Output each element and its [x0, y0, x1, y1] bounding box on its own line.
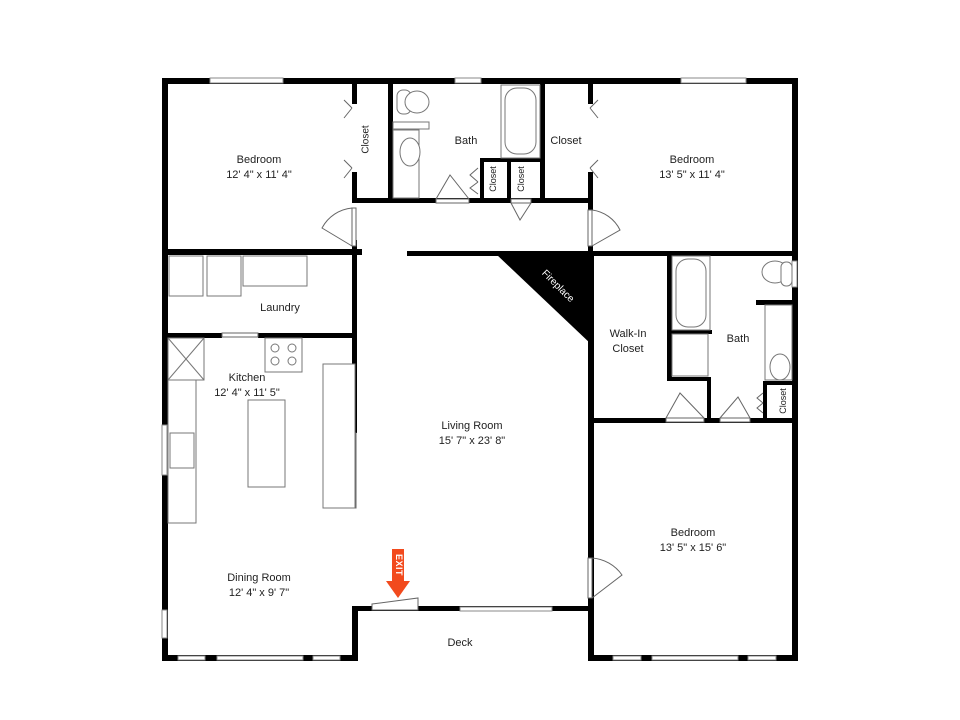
room-name-line1: Walk-In	[609, 328, 647, 340]
room-label-closet-east: Closet	[777, 388, 788, 414]
room-name: Bedroom	[670, 527, 716, 539]
room-name: Bedroom	[236, 154, 282, 166]
windows	[161, 77, 798, 661]
room-dimensions: 13' 5" x 11' 4"	[659, 169, 725, 181]
room-name: Kitchen	[228, 372, 266, 384]
room-dimensions: 15' 7" x 23' 8"	[438, 435, 506, 447]
exit-marker: EXIT	[386, 549, 410, 599]
room-label-walkin-closet: Walk-In Closet	[610, 327, 647, 357]
room-dimensions: 12' 4" x 9' 7"	[228, 587, 290, 599]
room-label-kitchen: Kitchen 12' 4" x 11' 5"	[214, 371, 280, 401]
room-name: Dining Room	[227, 572, 291, 584]
room-label-bedroom-ne: Bedroom 13' 5" x 11' 4"	[659, 153, 725, 183]
room-label-bath-north: Bath	[454, 135, 478, 147]
room-name: Living Room	[441, 420, 503, 432]
room-dimensions: 12' 4" x 11' 5"	[214, 387, 280, 399]
room-label-dining-room: Dining Room 12' 4" x 9' 7"	[227, 571, 291, 601]
room-label-closet-nw: Closet	[360, 125, 372, 154]
room-label-closet-north: Closet	[550, 135, 582, 147]
fireplace	[496, 254, 592, 345]
room-name-line2: Closet	[612, 343, 644, 355]
room-label-bath-east: Bath	[726, 333, 750, 345]
room-label-closet-small-2: Closet	[515, 166, 526, 192]
room-label-living-room: Living Room 15' 7" x 23' 8"	[439, 419, 505, 449]
room-dimensions: 13' 5" x 15' 6"	[659, 542, 727, 554]
room-label-laundry: Laundry	[260, 302, 300, 314]
room-label-closet-small-1: Closet	[487, 166, 498, 192]
room-name: Bedroom	[669, 154, 715, 166]
room-dimensions: 12' 4" x 11' 4"	[226, 169, 292, 181]
room-label-deck: Deck	[447, 637, 473, 649]
fixtures	[167, 84, 793, 524]
room-label-bedroom-se: Bedroom 13' 5" x 15' 6"	[660, 526, 726, 556]
exit-arrow-icon	[386, 549, 410, 598]
exit-label: EXIT	[394, 553, 404, 576]
room-label-bedroom-nw: Bedroom 12' 4" x 11' 4"	[226, 153, 292, 183]
